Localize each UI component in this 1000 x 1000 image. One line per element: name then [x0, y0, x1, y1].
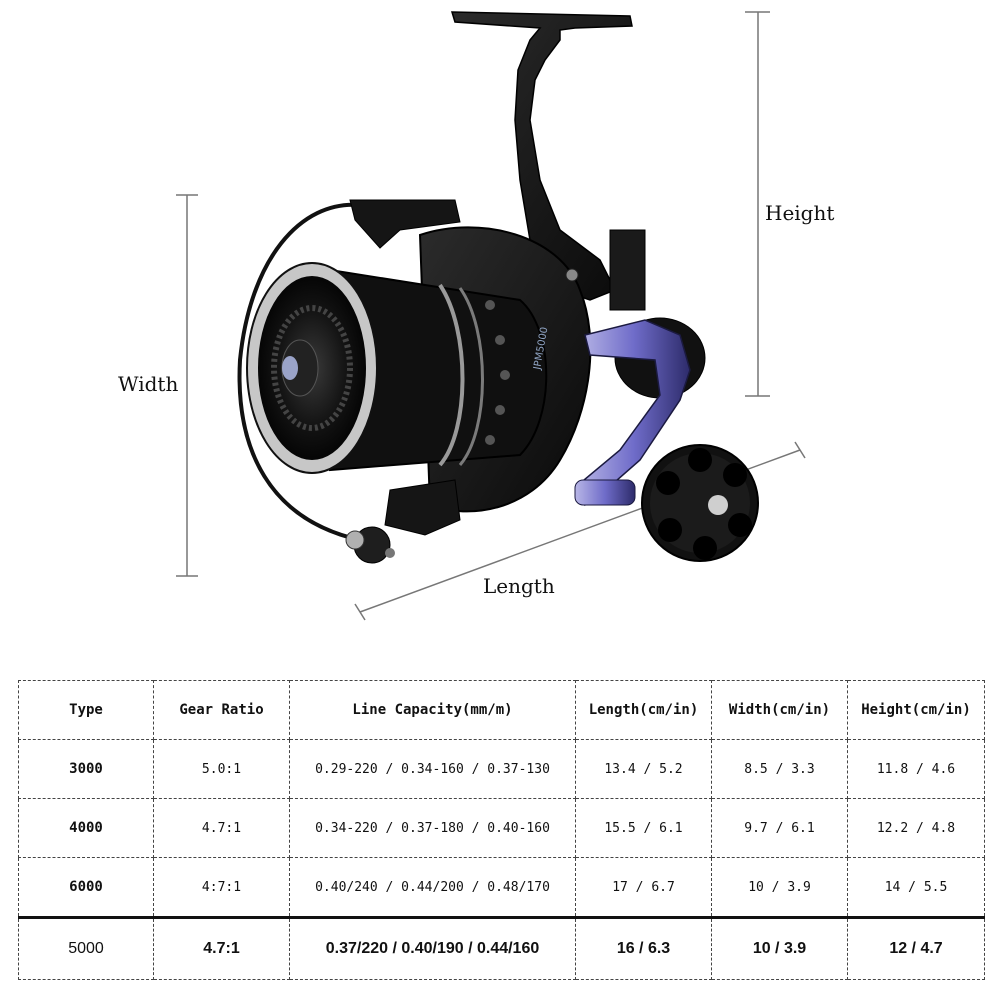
cell-type: 4000: [18, 798, 154, 858]
table-row-highlight: 5000 4.7:1 0.37/220 / 0.40/190 / 0.44/16…: [18, 917, 985, 980]
cell-width: 8.5 / 3.3: [711, 739, 848, 799]
cell-gear-ratio: 5.0:1: [153, 739, 290, 799]
cell-line-capacity: 0.40/240 / 0.44/200 / 0.48/170: [289, 857, 576, 918]
width-label: Width: [118, 372, 179, 396]
reel-foot: [450, 11, 646, 311]
spec-table: Type Gear Ratio Line Capacity(mm/m) Leng…: [18, 680, 985, 980]
cell-length: 13.4 / 5.2: [575, 739, 712, 799]
cell-length: 16 / 6.3: [575, 917, 712, 980]
table-row: 6000 4:7:1 0.40/240 / 0.44/200 / 0.48/17…: [18, 857, 985, 918]
cell-gear-ratio: 4.7:1: [153, 917, 290, 980]
width-dimension-line: [176, 194, 198, 577]
cell-type: 5000: [18, 917, 154, 980]
height-label: Height: [765, 201, 835, 225]
cell-type: 6000: [18, 857, 154, 918]
cell-width: 10 / 3.9: [711, 857, 848, 918]
fishing-reel-illustration: JPM5000: [176, 11, 806, 621]
cell-gear-ratio: 4.7:1: [153, 798, 290, 858]
handle-knob: [641, 444, 759, 562]
cell-height: 12.2 / 4.8: [847, 798, 985, 858]
spool: JPM5000: [329, 268, 550, 472]
length-label: Length: [483, 574, 555, 598]
header-width: Width(cm/in): [711, 680, 848, 740]
product-figure: JPM5000: [118, 11, 835, 621]
table-header-row: Type Gear Ratio Line Capacity(mm/m) Leng…: [18, 680, 985, 740]
bail-arm: [237, 199, 461, 564]
cell-gear-ratio: 4:7:1: [153, 857, 290, 918]
cell-line-capacity: 0.34-220 / 0.37-180 / 0.40-160: [289, 798, 576, 858]
cell-length: 17 / 6.7: [575, 857, 712, 918]
drag-knob-icon: [282, 356, 298, 380]
cell-length: 15.5 / 6.1: [575, 798, 712, 858]
cell-width: 10 / 3.9: [711, 917, 848, 980]
header-length: Length(cm/in): [575, 680, 712, 740]
header-gear-ratio: Gear Ratio: [153, 680, 290, 740]
spool-face: [246, 262, 378, 474]
table-row: 3000 5.0:1 0.29-220 / 0.34-160 / 0.37-13…: [18, 739, 985, 799]
header-type: Type: [18, 680, 154, 740]
height-dimension-line: [745, 11, 770, 397]
cell-width: 9.7 / 6.1: [711, 798, 848, 858]
cell-height: 11.8 / 4.6: [847, 739, 985, 799]
table-row: 4000 4.7:1 0.34-220 / 0.37-180 / 0.40-16…: [18, 798, 985, 858]
header-line-capacity: Line Capacity(mm/m): [289, 680, 576, 740]
cell-line-capacity: 0.29-220 / 0.34-160 / 0.37-130: [289, 739, 576, 799]
reel-handle: [574, 319, 691, 507]
cell-height: 12 / 4.7: [847, 917, 985, 980]
header-height: Height(cm/in): [847, 680, 985, 740]
cell-type: 3000: [18, 739, 154, 799]
cell-line-capacity: 0.37/220 / 0.40/190 / 0.44/160: [289, 917, 576, 980]
cell-height: 14 / 5.5: [847, 857, 985, 918]
